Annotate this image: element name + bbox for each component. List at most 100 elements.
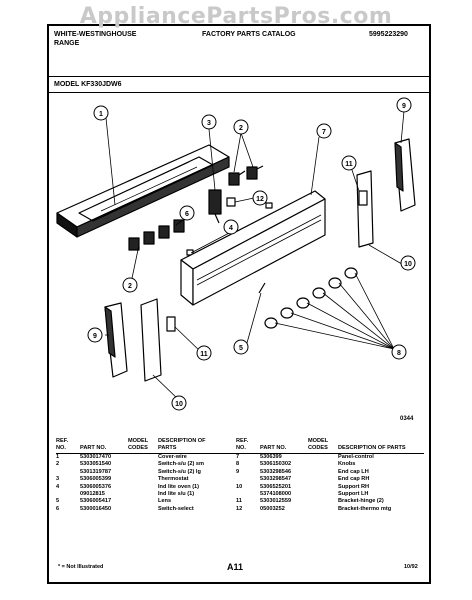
- column-gap: [226, 506, 236, 513]
- svg-text:6: 6: [185, 211, 189, 218]
- cell-part: 5306525201: [260, 483, 292, 490]
- cell-part: 05003252: [260, 505, 285, 512]
- svg-text:11: 11: [345, 161, 353, 168]
- callout-9-upper: 9: [396, 97, 412, 113]
- column-gap: [226, 461, 236, 468]
- callout-8: 8: [391, 344, 407, 360]
- cell-ref: 12: [236, 505, 243, 512]
- cell-part: 5303051540: [80, 461, 112, 468]
- cell-model: [308, 476, 338, 483]
- column-gap: [226, 498, 236, 505]
- svg-text:9: 9: [93, 333, 97, 340]
- parts-table: REF. NO. PART NO. MODEL CODES DESCRIPTIO…: [56, 438, 424, 513]
- brand-line-2: RANGE: [54, 40, 80, 47]
- cell-desc: Switch-select: [158, 505, 194, 512]
- header-ref-no: REF. NO.: [56, 438, 80, 454]
- cell-ref: 2: [56, 461, 60, 468]
- cell-part: 5306150302: [260, 461, 292, 468]
- cell-desc: Bracket-thermo mtg: [338, 505, 392, 512]
- cell-ref: [56, 469, 80, 476]
- cell-desc: Ind lite s/u (1): [158, 491, 195, 498]
- cell-ref: [236, 491, 260, 498]
- watermark: AppliancePartsPros.com: [79, 4, 393, 29]
- cell-ref: 11: [236, 498, 242, 505]
- callout-2-lower: 2: [122, 277, 138, 293]
- callout-6: 6: [179, 205, 195, 221]
- callout-1: 1: [93, 105, 109, 121]
- cell-desc: Switch-s/u (2) sm: [158, 461, 205, 468]
- cell-model: [308, 469, 338, 476]
- cell-ref: 10: [236, 483, 243, 490]
- cell-model: [308, 498, 338, 505]
- cell-model: [308, 506, 338, 513]
- drawing-code: 0344: [400, 416, 414, 422]
- cell-part: 5301319787: [80, 468, 112, 475]
- svg-text:11: 11: [200, 351, 208, 358]
- part-10-support-lh: [140, 298, 162, 382]
- part-7-control-panel: [180, 190, 326, 306]
- header-part-no-right: PART NO.: [260, 438, 308, 454]
- part-6-and-2-switches-lower: [128, 219, 185, 251]
- column-gap: [226, 484, 236, 491]
- header-description-right: DESCRIPTION OF PARTS: [338, 438, 424, 454]
- cell-part: 5306399: [260, 454, 282, 460]
- cell-model: [128, 469, 158, 476]
- part-10-support-rh: [356, 170, 374, 248]
- svg-text:10: 10: [404, 261, 412, 268]
- callout-12: 12: [252, 190, 268, 206]
- cell-desc: Support LH: [338, 491, 369, 498]
- cell-ref: 3: [56, 476, 60, 483]
- cell-part: 5303298546: [260, 468, 292, 475]
- svg-text:1: 1: [99, 111, 103, 118]
- brand-line-1: WHITE-WESTINGHOUSE: [54, 31, 137, 38]
- svg-text:2: 2: [239, 125, 243, 132]
- cell-part: 09012815: [80, 491, 105, 498]
- svg-text:8: 8: [397, 350, 401, 357]
- cell-model: [308, 454, 338, 462]
- part-1-cover-wire: [56, 144, 230, 238]
- part-9-end-cap-lh: [104, 302, 128, 378]
- svg-text:9: 9: [402, 103, 406, 110]
- callout-7: 7: [316, 123, 332, 139]
- svg-text:5: 5: [239, 345, 243, 352]
- cell-ref: 8: [236, 461, 240, 468]
- exploded-parts-diagram: 1 2 3 12 4 6 7 9 11 10 2 5 8 9 11 10: [56, 97, 416, 411]
- cell-ref: 1: [56, 454, 60, 460]
- cell-desc: Bracket-hinge (2): [338, 498, 384, 505]
- header-part-no: PART NO.: [80, 438, 128, 454]
- part-9-end-cap-rh: [394, 138, 416, 212]
- page-date: 10/92: [404, 564, 418, 570]
- callout-11-upper: 11: [341, 155, 357, 171]
- column-gap: [226, 491, 236, 498]
- cell-ref: [236, 476, 260, 483]
- cell-ref: 4: [56, 483, 60, 490]
- svg-text:7: 7: [322, 129, 326, 136]
- footnote: * = Not Illustrated: [58, 564, 104, 570]
- column-gap: [226, 454, 236, 462]
- cell-desc: End cap LH: [338, 468, 369, 475]
- header-rule-bottom: [49, 92, 429, 93]
- cell-part: 5306005417: [80, 498, 112, 505]
- column-gap: [226, 469, 236, 476]
- part-3-thermostat: [208, 189, 222, 224]
- header-description: DESCRIPTION OF PARTS: [158, 438, 226, 454]
- cell-ref: 7: [236, 454, 240, 460]
- cell-model: [308, 484, 338, 491]
- cell-model: [128, 461, 158, 468]
- cell-desc: Knobs: [338, 461, 356, 468]
- cell-desc: Ind lite oven (1): [158, 483, 200, 490]
- cell-model: [308, 491, 338, 498]
- cell-part: 5306005376: [80, 483, 112, 490]
- cell-ref: [56, 491, 80, 498]
- catalog-number: 5995223290: [369, 31, 408, 38]
- cell-ref: 6: [56, 505, 60, 512]
- svg-text:10: 10: [175, 401, 183, 408]
- cell-model: [128, 476, 158, 483]
- cell-ref: 5: [56, 498, 60, 505]
- cell-desc: Lens: [158, 498, 172, 505]
